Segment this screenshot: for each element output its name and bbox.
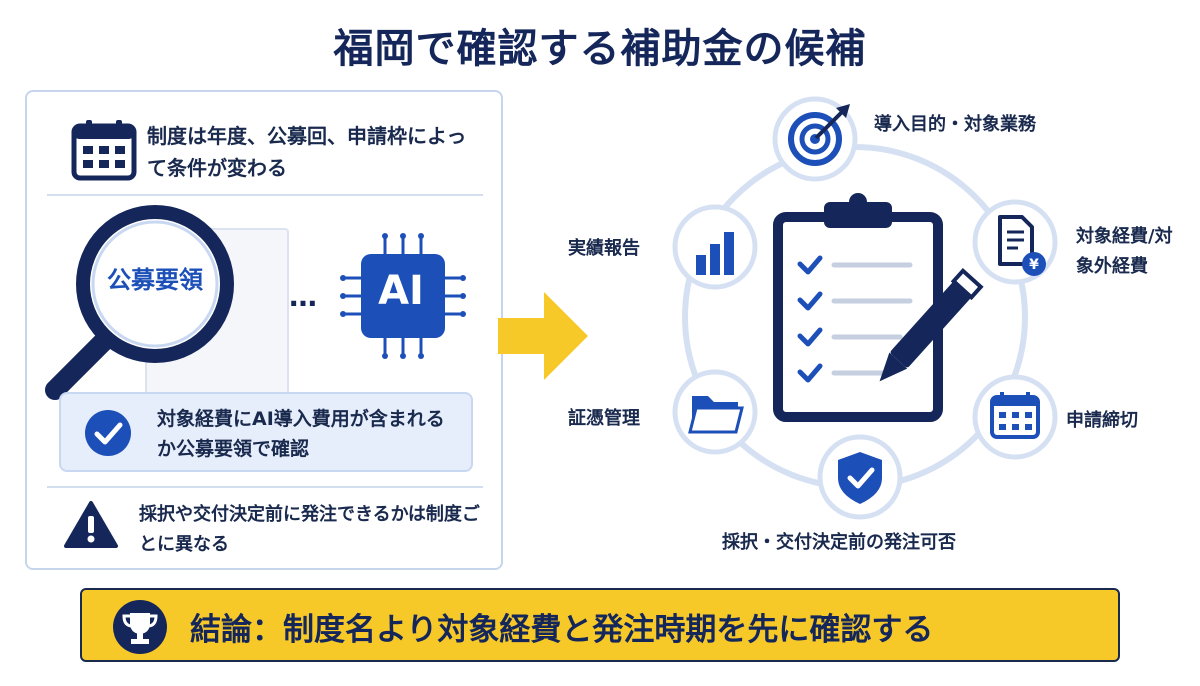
calendar-icon: [71, 120, 137, 181]
trophy-icon: [113, 600, 167, 654]
label-eligible-expenses: 対象経費/対象外経費: [1076, 226, 1173, 277]
conclusion-banner: 結論：制度名より対象経費と発注時期を先に確認する: [80, 588, 1120, 662]
label-order-timing: 採択・交付決定前の発注可否: [722, 532, 956, 553]
bar-chart-icon: [672, 204, 758, 290]
ellipsis: …: [289, 280, 319, 313]
magnifier-icon: [45, 205, 234, 400]
page-title: 福岡で確認する補助金の候補: [333, 26, 867, 72]
svg-text:¥: ¥: [1029, 257, 1039, 273]
target-icon: [772, 96, 858, 182]
ai-label: AI: [378, 268, 424, 314]
checklist-diagram: ¥: [560, 92, 1200, 582]
row1-text: 制度は年度、公募回、申請枠によって条件が変わる: [147, 124, 467, 180]
warning-text: 採択や交付決定前に発注できるかは制度ごとに異なる: [139, 504, 480, 555]
label-evidence: 証憑管理: [568, 408, 640, 429]
ai-note-text: 対象経費にAI導入費用が含まれるか公募要領で確認: [157, 408, 445, 460]
ai-chip-icon: [340, 233, 466, 359]
label-purpose: 導入目的・対象業務: [874, 114, 1036, 135]
divider: [47, 486, 483, 488]
ai-note-box: 対象経費にAI導入費用が含まれるか公募要領で確認: [59, 392, 473, 472]
shield-check-icon: [817, 434, 903, 520]
check-circle-icon: [85, 410, 131, 456]
arrow-right-icon: [498, 292, 588, 380]
left-panel: 制度は年度、公募回、申請枠によって条件が変わる 公募要領 … AI 対象経費にA…: [25, 90, 503, 570]
document-yen-icon: ¥: [972, 199, 1058, 285]
magnifier-label: 公募要領: [107, 266, 203, 294]
label-deadline: 申請締切: [1066, 410, 1138, 431]
clipboard-checklist-icon: [773, 193, 984, 422]
divider: [47, 194, 483, 196]
diagram-graphic: ¥: [672, 96, 1058, 520]
conclusion-text: 結論：制度名より対象経費と発注時期を先に確認する: [190, 612, 934, 648]
folder-icon: [672, 369, 758, 455]
warning-icon: [64, 501, 118, 548]
label-report: 実績報告: [568, 238, 640, 259]
calendar-icon: [972, 374, 1058, 460]
